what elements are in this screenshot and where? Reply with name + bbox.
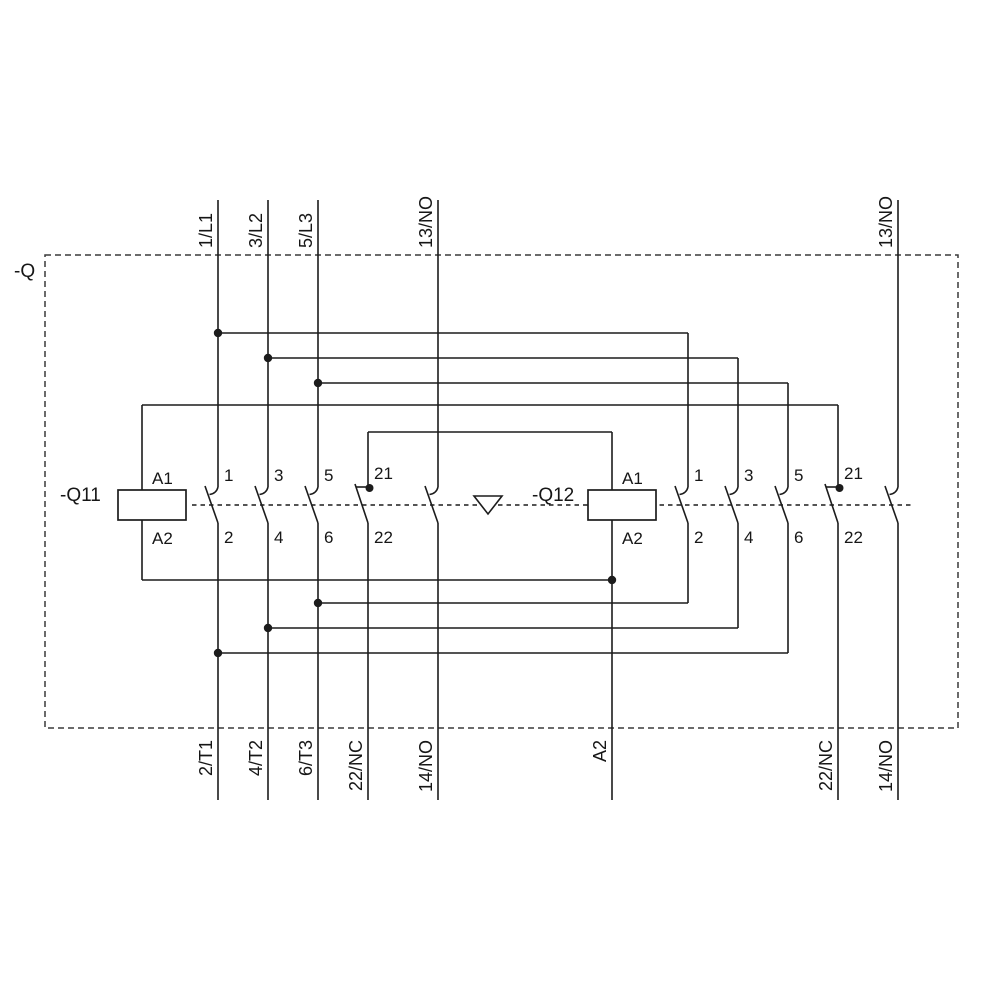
q11-contacts <box>204 483 439 524</box>
enclosure-boundary <box>44 254 959 729</box>
q11-pole-number: 5 <box>324 466 333 485</box>
q11-pole-number: 22 <box>374 528 393 547</box>
q11-pole-number: 3 <box>274 466 283 485</box>
q11-aux-21-22-nc-contact <box>354 483 375 524</box>
q12-contacts <box>674 483 899 524</box>
q11-pole-number: 4 <box>274 528 283 547</box>
junction-dot <box>313 598 323 608</box>
enclosure-label: -Q <box>14 261 35 282</box>
q12-ref-label: -Q12 <box>532 485 574 506</box>
q12-pole-number: 3 <box>744 466 753 485</box>
terminal-label-14no-q12: 14/NO <box>876 740 896 792</box>
q12-aux-21-22-nc-contact <box>824 483 845 524</box>
terminal-label-14no-q11: 14/NO <box>416 740 436 792</box>
q11-pole-1-2-contact <box>204 485 219 524</box>
junction-dots <box>213 328 617 658</box>
q12-coil <box>587 489 657 521</box>
terminal-label-6t3: 6/T3 <box>296 740 316 776</box>
q12-pole-5-6-contact <box>774 485 789 524</box>
terminal-label-a2: A2 <box>590 740 610 762</box>
q11-ref-label: -Q11 <box>60 485 101 506</box>
junction-dot <box>607 575 617 585</box>
q12-a2-label: A2 <box>622 529 643 548</box>
control-interlock-wires <box>141 404 839 581</box>
terminal-label-22nc-q12: 22/NC <box>816 740 836 791</box>
terminal-label-4t2: 4/T2 <box>246 740 266 776</box>
junction-dot <box>313 378 323 388</box>
junction-dot <box>263 623 273 633</box>
q11-a1-label: A1 <box>152 469 173 488</box>
q12-a1-label: A1 <box>622 469 643 488</box>
q12-pole-number: 5 <box>794 466 803 485</box>
junction-dot <box>213 648 223 658</box>
q12-pole-number: 21 <box>844 464 863 483</box>
terminal-label-2t1: 2/T1 <box>196 740 216 776</box>
terminal-label-13no-q12: 13/NO <box>876 196 896 248</box>
q11-pole-number: 1 <box>224 466 233 485</box>
q11-pole-number: 6 <box>324 528 333 547</box>
q12-pole-number: 2 <box>694 528 703 547</box>
mechanical-interlock-triangle <box>472 495 504 516</box>
q12-pole-number: 1 <box>694 466 703 485</box>
q12-pole-number: 6 <box>794 528 803 547</box>
terminal-label-22nc-q11: 22/NC <box>346 740 366 791</box>
bottom-terminal-wires <box>217 520 899 800</box>
q11-pole-number: 21 <box>374 464 393 483</box>
q12-branch-wires <box>218 332 789 654</box>
junction-dot <box>213 328 223 338</box>
q12-aux-13-14-no-contact <box>884 485 899 524</box>
terminal-label-13no-q11: 13/NO <box>416 196 436 248</box>
q12-pole-number: 22 <box>844 528 863 547</box>
terminal-label-3l2: 3/L2 <box>246 213 266 248</box>
terminal-label-1l1: 1/L1 <box>196 213 216 248</box>
q12-pole-number: 4 <box>744 528 753 547</box>
terminal-label-5l3: 5/L3 <box>296 213 316 248</box>
q11-pole-number: 2 <box>224 528 233 547</box>
q11-pole-3-4-contact <box>254 485 269 524</box>
q11-a2-label: A2 <box>152 529 173 548</box>
q11-coil <box>117 489 187 521</box>
top-terminal-wires <box>217 200 899 487</box>
junction-dot <box>263 353 273 363</box>
q11-aux-13-14-no-contact <box>424 485 439 524</box>
